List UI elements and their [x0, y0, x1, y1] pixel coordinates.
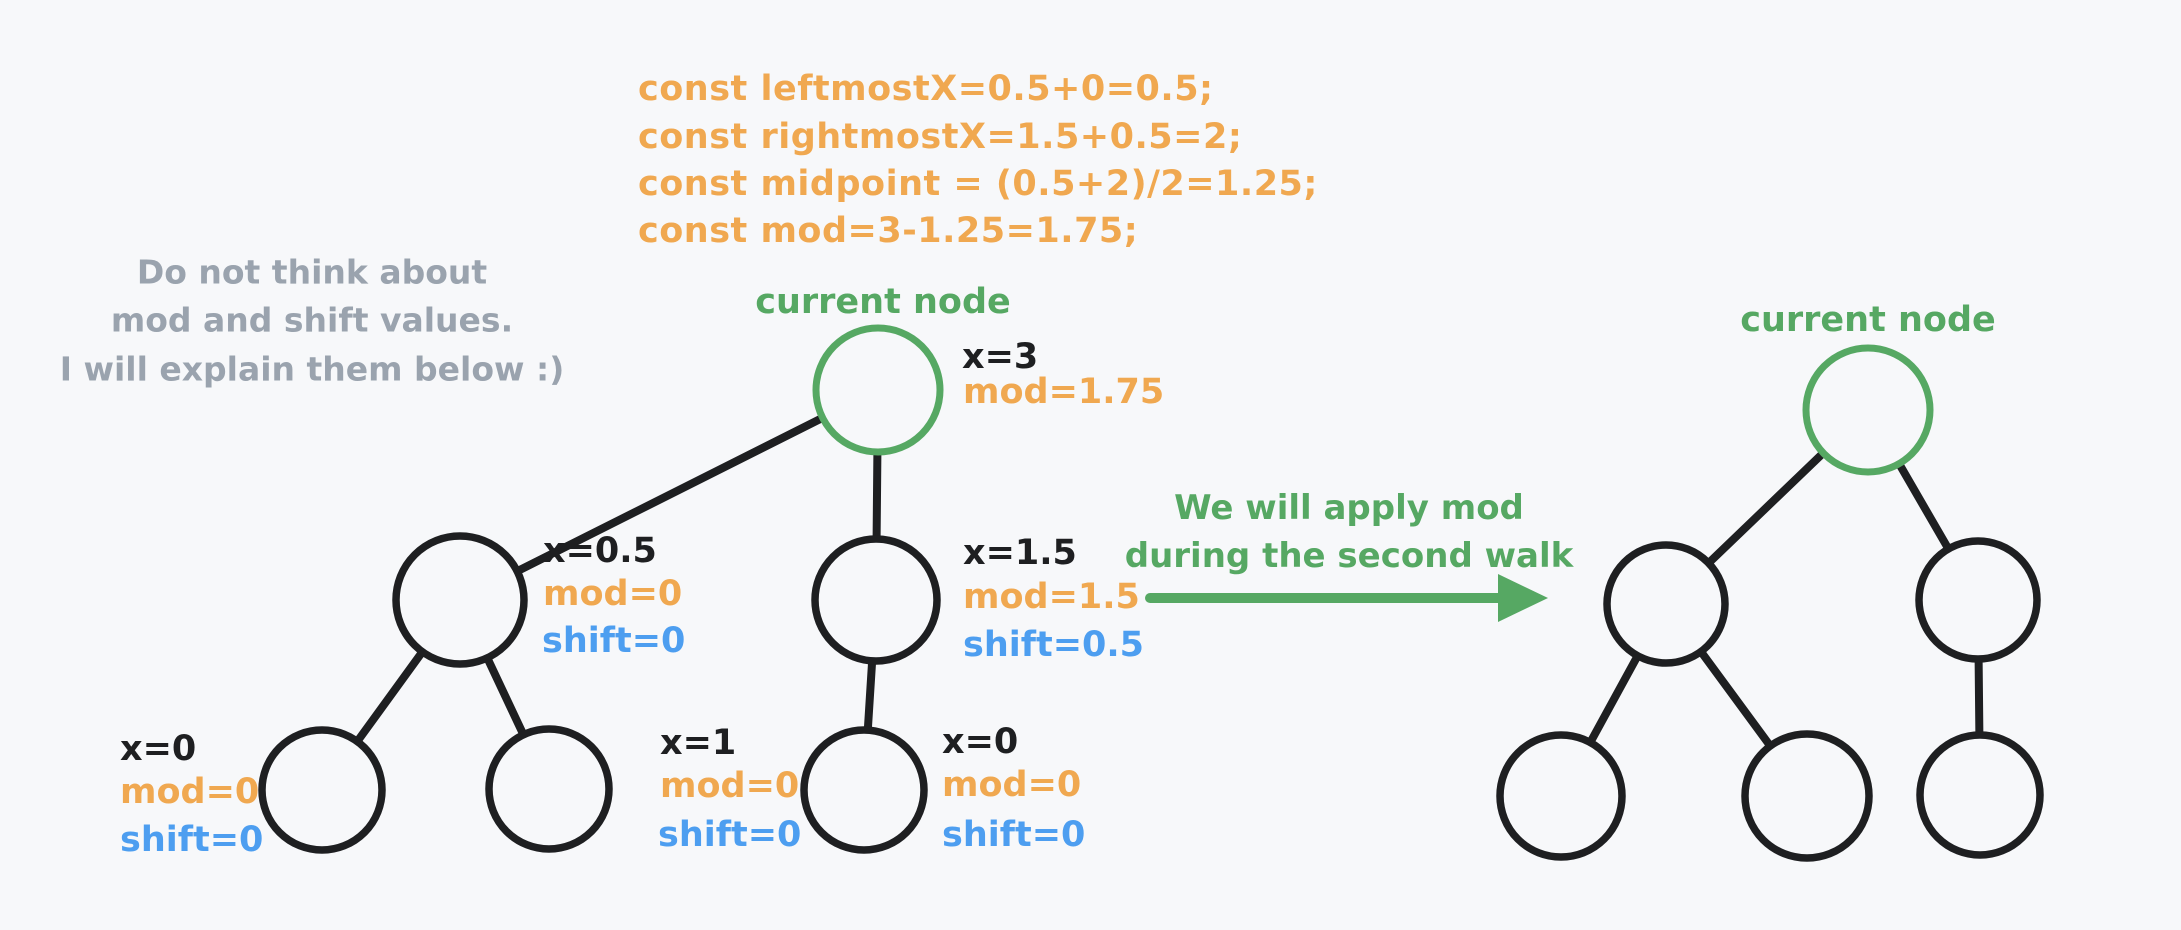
- code-line: const leftmostX=0.5+0=0.5;: [638, 69, 1214, 109]
- transition-caption-line: We will apply mod: [1174, 488, 1524, 528]
- node-shift-label: shift=0: [542, 621, 685, 661]
- node-shift-label: shift=0: [120, 820, 263, 860]
- node-mod-label: mod=0: [120, 772, 259, 812]
- note-line: mod and shift values.: [111, 301, 513, 340]
- side-note: Do not think about mod and shift values.…: [60, 253, 565, 389]
- left-tree-left-child-node: [392, 532, 528, 668]
- transition-arrow-head: [1498, 574, 1548, 622]
- right-tree-leaf-mid-node: [1741, 730, 1873, 862]
- left-tree: current node x=3 mod=1.75 x=0.5 mod=0 sh…: [120, 282, 1164, 860]
- left-tree-leaf-right-node: [800, 726, 928, 854]
- note-line: I will explain them below :): [60, 350, 565, 389]
- node-mod-label: mod=1.75: [963, 372, 1164, 412]
- right-tree-left-child-node: [1603, 541, 1729, 667]
- node-x-label: x=0.5: [543, 531, 657, 571]
- code-line: const midpoint = (0.5+2)/2=1.25;: [638, 164, 1318, 204]
- transition: We will apply mod during the second walk: [1125, 488, 1575, 622]
- node-mod-label: mod=0: [543, 574, 682, 614]
- node-x-label: x=0: [942, 722, 1018, 762]
- code-line: const mod=3-1.25=1.75;: [638, 211, 1138, 251]
- tree-edge: [456, 386, 882, 604]
- node-x-label: x=1: [660, 723, 736, 763]
- left-tree-leaf-mid-node: [485, 725, 613, 853]
- current-node-label-right: current node: [1740, 300, 1996, 340]
- left-tree-right-child-node: [811, 535, 941, 665]
- right-tree-leaf-right-node: [1916, 731, 2044, 859]
- right-tree-right-child-node: [1915, 537, 2041, 663]
- node-mod-label: mod=0: [942, 765, 1081, 805]
- node-x-label: x=0: [120, 729, 196, 769]
- node-mod-label: mod=0: [660, 766, 799, 806]
- right-tree-leaf-left-node: [1496, 731, 1626, 861]
- node-shift-label: shift=0: [942, 815, 1085, 855]
- right-tree-root-node: [1802, 344, 1934, 476]
- node-shift-label: shift=0: [658, 815, 801, 855]
- note-line: Do not think about: [137, 253, 488, 292]
- code-annotation: const leftmostX=0.5+0=0.5; const rightmo…: [638, 69, 1318, 251]
- left-tree-root-node: [812, 324, 944, 456]
- node-shift-label: shift=0.5: [963, 625, 1144, 665]
- transition-caption-line: during the second walk: [1125, 536, 1575, 576]
- left-tree-leaf-left-node: [258, 726, 386, 854]
- node-x-label: x=3: [962, 337, 1038, 377]
- right-tree: current node: [1496, 300, 2044, 862]
- current-node-label-left: current node: [755, 282, 1011, 322]
- code-line: const rightmostX=1.5+0.5=2;: [638, 117, 1242, 157]
- node-x-label: x=1.5: [963, 533, 1077, 573]
- node-mod-label: mod=1.5: [963, 577, 1140, 617]
